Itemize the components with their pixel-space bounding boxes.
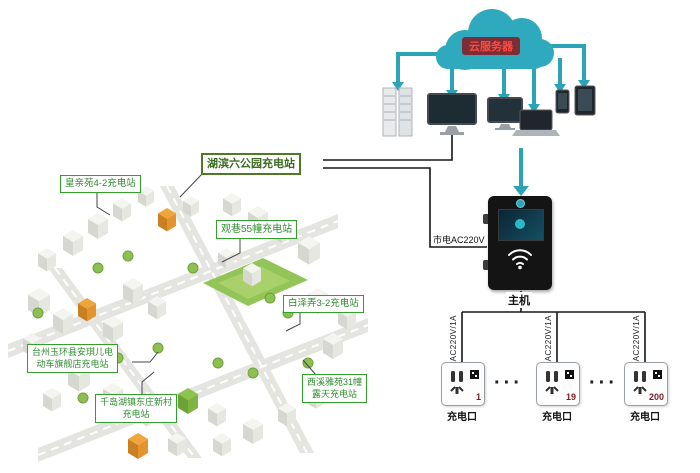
station-label-baizelong: 白泽弄3-2充电站 <box>283 295 364 314</box>
outlet-wire-label: AC220V/1A <box>544 315 553 362</box>
cloud-server-label: 云服务器 <box>462 37 520 55</box>
host-label: 主机 <box>506 292 532 308</box>
station-label-guanxiang: 观巷55幢充电站 <box>216 220 298 239</box>
laptop-icon <box>512 109 560 136</box>
socket-number: 19 <box>565 392 576 402</box>
port-label: 充电口 <box>630 412 660 423</box>
socket-number: 1 <box>475 392 481 402</box>
charging-socket: 1 <box>441 362 485 406</box>
mount-tab <box>483 214 488 224</box>
socket-number: 200 <box>648 392 664 402</box>
ellipsis: ··· <box>494 372 523 394</box>
smartphone-icon <box>555 89 570 114</box>
mount-tab <box>483 260 488 270</box>
outlet-face-icon <box>450 370 479 394</box>
station-label-taizhou: 台州玉环县安琪儿电 动车旗舰店充电站 <box>27 344 119 374</box>
client-devices <box>382 85 596 137</box>
outlet-wire-label: AC220V/1A <box>449 315 458 362</box>
ellipsis: ··· <box>589 372 618 394</box>
mains-power-label: 市电AC220V <box>433 235 485 245</box>
charging-socket: 200 <box>624 362 668 406</box>
port-label: 充电口 <box>542 412 572 423</box>
tablet-icon <box>574 85 596 116</box>
station-label-xixiyayuan: 西溪雅苑31幢 露天充电站 <box>302 374 368 404</box>
station-label-qiandaohu: 千岛湖镇东庄新村 充电站 <box>95 394 178 424</box>
outlet-face-icon <box>545 370 574 394</box>
outlet-face-icon <box>633 370 662 394</box>
station-label-hubinliugongyuan: 湖滨六公园充电站 <box>201 153 301 176</box>
charging-socket: 19 <box>536 362 580 406</box>
host-screen <box>498 209 544 241</box>
port-label: 充电口 <box>447 412 477 423</box>
server-rack-icon <box>382 87 413 137</box>
wifi-icon <box>508 249 532 270</box>
station-label-huangqinyuan: 皇亲苑4-2充电站 <box>60 175 141 194</box>
host-controller <box>483 196 552 290</box>
desktop-icon <box>487 97 523 130</box>
brand-logo-icon <box>516 199 525 208</box>
monitor-icon <box>427 93 477 135</box>
outlet-wire-label: AC220V/1A <box>632 315 641 362</box>
